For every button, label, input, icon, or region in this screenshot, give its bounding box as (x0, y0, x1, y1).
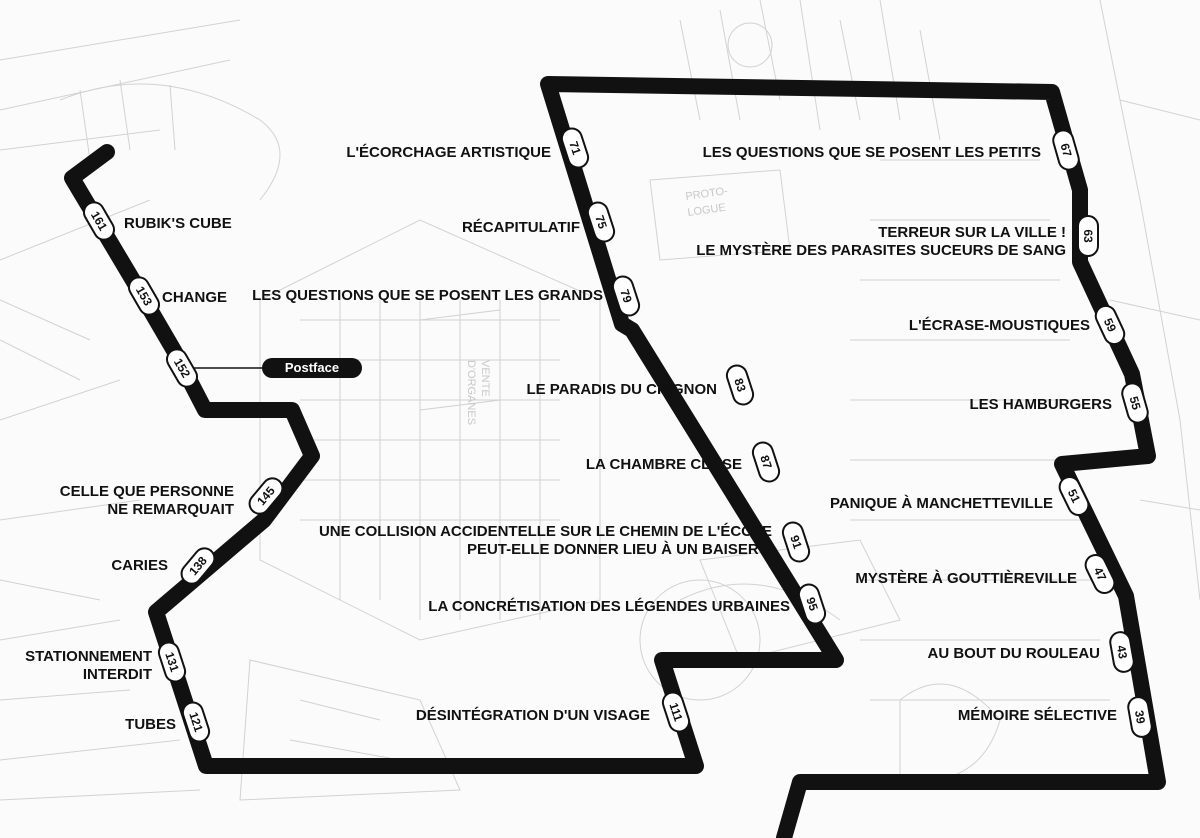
sign-prologue-a: PROTO- (685, 185, 729, 203)
stop-131[interactable]: 131 STATIONNEMENT INTERDIT (25, 640, 188, 684)
stop-63-title-line-2: LE MYSTÈRE DES PARASITES SUCEURS DE SANG (696, 242, 1066, 259)
stop-121-marker: 121 (180, 700, 211, 744)
stop-131-marker: 131 (156, 640, 187, 684)
stop-55-title: LES HAMBURGERS (969, 396, 1112, 413)
stop-111[interactable]: 111 DÉSINTÉGRATION D'UN VISAGE (416, 690, 692, 734)
stop-145[interactable]: 145 CELLE QUE PERSONNE NE REMARQUAIT (60, 474, 287, 518)
stop-39-title: MÉMOIRE SÉLECTIVE (958, 707, 1117, 724)
stop-59-marker: 59 (1092, 303, 1127, 348)
stop-83-marker: 83 (724, 363, 755, 407)
stop-47[interactable]: 47 MYSTÈRE À GOUTTIÈREVILLE (855, 552, 1117, 597)
stop-161[interactable]: 161 RUBIK'S CUBE (80, 199, 231, 244)
stop-145-title-line-2: NE REMARQUAIT (107, 501, 234, 518)
stop-87[interactable]: 87 LA CHAMBRE CLOSE (586, 440, 782, 484)
stop-55[interactable]: 55 LES HAMBURGERS (969, 381, 1150, 425)
stop-95-title: LA CONCRÉTISATION DES LÉGENDES URBAINES (428, 598, 790, 615)
stop-47-title: MYSTÈRE À GOUTTIÈREVILLE (855, 570, 1077, 587)
stop-43-title: AU BOUT DU ROULEAU (928, 645, 1101, 662)
stop-79-title: LES QUESTIONS QUE SE POSENT LES GRANDS (252, 287, 603, 304)
stop-71-marker: 71 (559, 126, 590, 170)
stop-67[interactable]: 67 LES QUESTIONS QUE SE POSENT LES PETIT… (703, 128, 1082, 172)
stop-51-marker: 51 (1056, 474, 1092, 519)
stop-83-title: LE PARADIS DU CHIGNON (526, 381, 717, 398)
sign-vente: VENTE (479, 360, 491, 397)
stop-95-marker: 95 (796, 582, 827, 626)
stations: 161 RUBIK'S CUBE 153 CHANGE 152 (25, 126, 1153, 744)
stop-153-marker: 153 (125, 274, 162, 319)
postface-marker[interactable]: Postface (187, 358, 362, 378)
stop-83[interactable]: 83 LE PARADIS DU CHIGNON (526, 363, 755, 407)
stop-43[interactable]: 43 AU BOUT DU ROULEAU (928, 631, 1136, 674)
sign-prologue-b: LOGUE (687, 202, 727, 219)
stop-51-title: PANIQUE À MANCHETTEVILLE (830, 495, 1053, 512)
stop-39-number: 39 (1132, 709, 1148, 725)
stop-91-marker: 91 (780, 520, 811, 564)
stop-131-title-line-1: STATIONNEMENT (25, 648, 152, 665)
stop-71-title: L'ÉCORCHAGE ARTISTIQUE (346, 144, 551, 161)
stop-51[interactable]: 51 PANIQUE À MANCHETTEVILLE (830, 474, 1092, 519)
stop-91-title-line-1: UNE COLLISION ACCIDENTELLE SUR LE CHEMIN… (319, 523, 772, 540)
stop-63-marker: 63 (1078, 216, 1098, 256)
stop-91-title-line-2: PEUT-ELLE DONNER LIEU À UN BAISER ? (467, 541, 772, 558)
stop-87-title: LA CHAMBRE CLOSE (586, 456, 742, 473)
sign-organes: D'ORGANES (465, 360, 477, 425)
stop-59-title: L'ÉCRASE-MOUSTIQUES (909, 317, 1090, 334)
stop-79[interactable]: 79 LES QUESTIONS QUE SE POSENT LES GRAND… (252, 274, 642, 318)
stop-153[interactable]: 153 CHANGE (125, 274, 227, 319)
stop-67-title: LES QUESTIONS QUE SE POSENT LES PETITS (703, 144, 1041, 161)
stop-153-title: CHANGE (162, 289, 227, 306)
stop-95[interactable]: 95 LA CONCRÉTISATION DES LÉGENDES URBAIN… (428, 582, 827, 626)
stop-111-marker: 111 (660, 690, 691, 734)
stop-121[interactable]: 121 TUBES (125, 700, 212, 744)
stop-131-title-line-2: INTERDIT (83, 666, 152, 683)
stop-55-marker: 55 (1120, 381, 1150, 425)
stop-161-title: RUBIK'S CUBE (124, 215, 232, 232)
stop-75-title: RÉCAPITULATIF (462, 219, 580, 236)
stop-71[interactable]: 71 L'ÉCORCHAGE ARTISTIQUE (346, 126, 590, 170)
stop-63-number: 63 (1081, 229, 1095, 243)
stop-111-title: DÉSINTÉGRATION D'UN VISAGE (416, 707, 650, 724)
stop-87-marker: 87 (750, 440, 781, 484)
stop-63-title-line-1: TERREUR SUR LA VILLE ! (878, 224, 1066, 241)
stop-63[interactable]: 63 TERREUR SUR LA VILLE ! LE MYSTÈRE DES… (696, 216, 1098, 259)
stop-43-number: 43 (1114, 644, 1130, 660)
postface-label: Postface (285, 360, 339, 375)
stop-161-marker: 161 (80, 199, 117, 244)
stop-138-title: CARIES (111, 557, 168, 574)
stop-67-marker: 67 (1051, 128, 1081, 172)
stop-121-title: TUBES (125, 716, 176, 733)
stop-39[interactable]: 39 MÉMOIRE SÉLECTIVE (958, 696, 1154, 739)
stop-91[interactable]: 91 UNE COLLISION ACCIDENTELLE SUR LE CHE… (319, 520, 812, 564)
stop-145-title-line-1: CELLE QUE PERSONNE (60, 483, 234, 500)
